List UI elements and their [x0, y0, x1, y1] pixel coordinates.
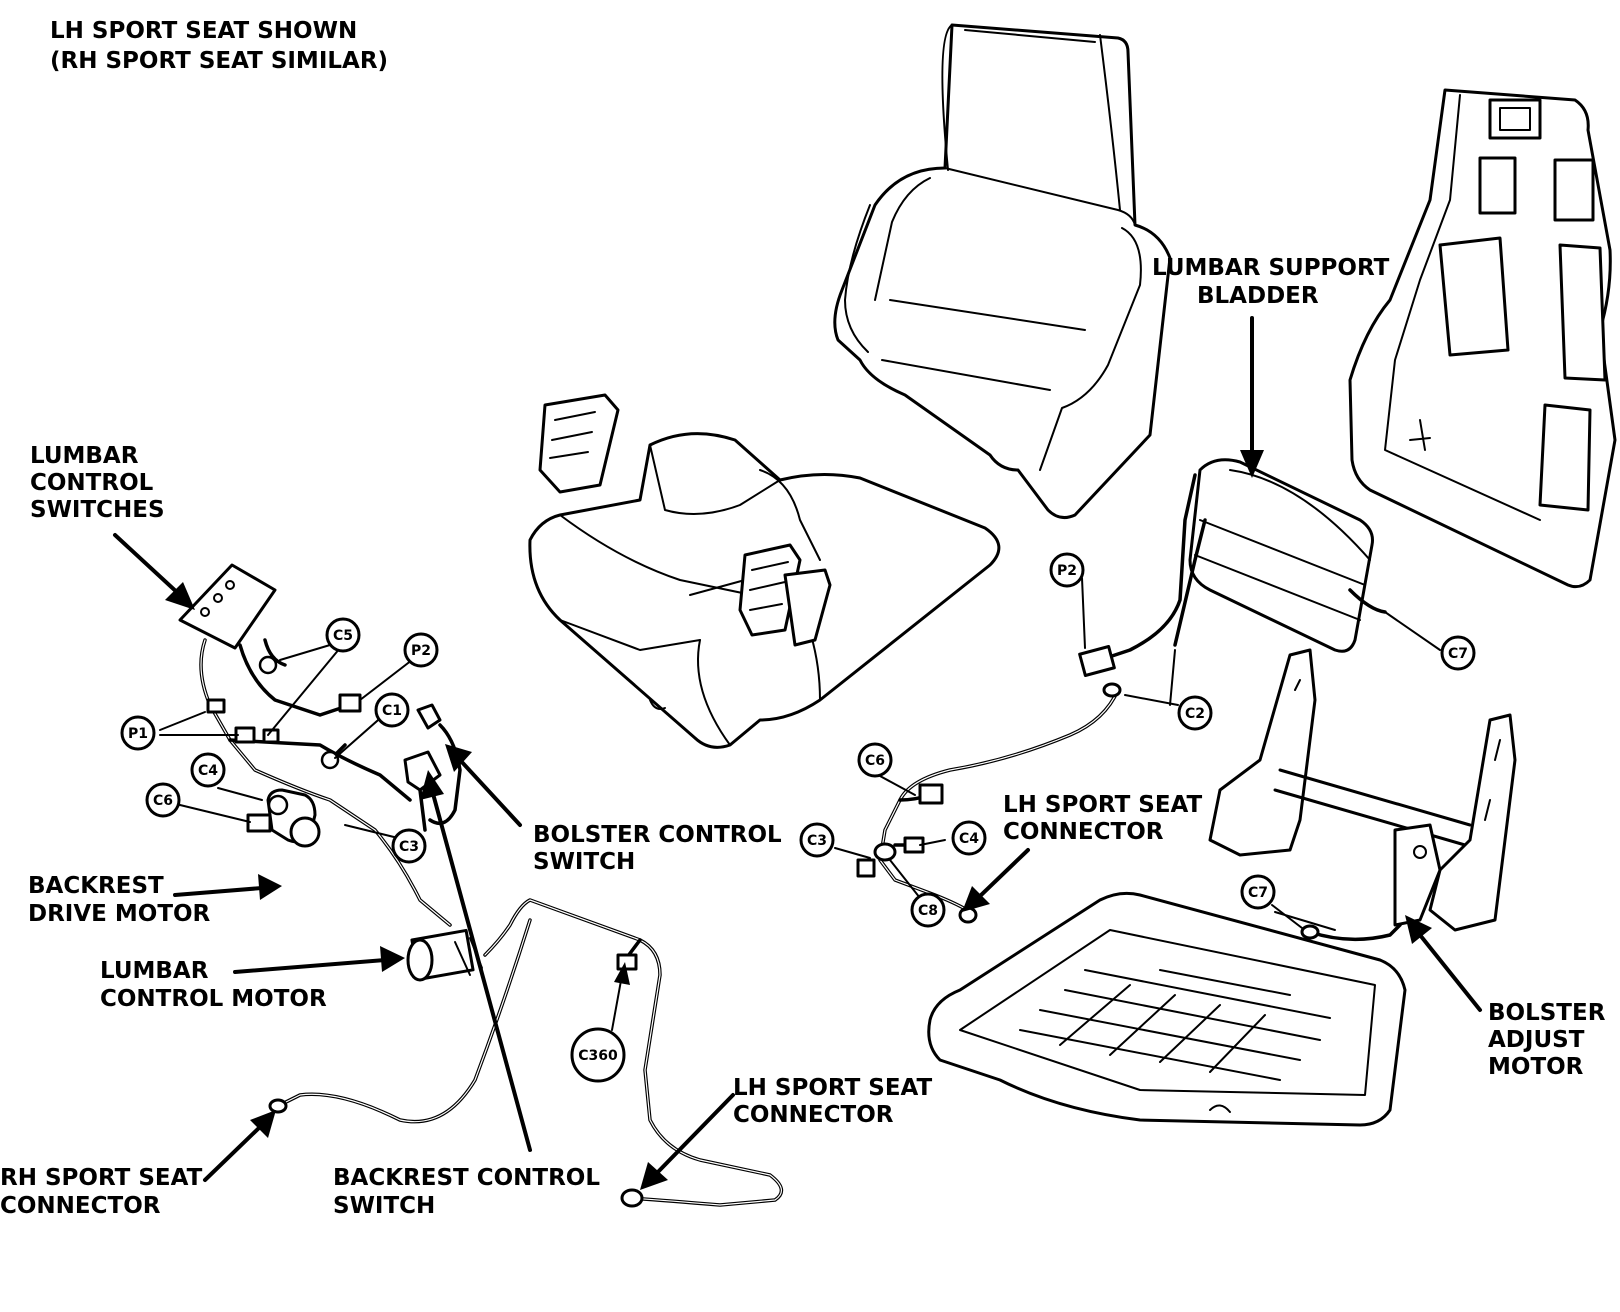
- c360-label: C360: [578, 1048, 618, 1064]
- c5-label: C5: [333, 628, 353, 644]
- diagram-title: LH SPORT SEAT SHOWN (RH SPORT SEAT SIMIL…: [50, 18, 388, 74]
- p1-label: P1: [128, 726, 148, 742]
- svg-text:LUMBAR: LUMBAR: [30, 443, 139, 469]
- svg-text:BACKREST: BACKREST: [28, 873, 164, 899]
- svg-text:CONTROL MOTOR: CONTROL MOTOR: [100, 986, 327, 1012]
- c1-label: C1: [382, 703, 402, 719]
- svg-text:LH SPORT SEAT: LH SPORT SEAT: [1003, 792, 1203, 818]
- c7-bottom-bubble: [1240, 874, 1276, 910]
- svg-text:CONNECTOR: CONNECTOR: [0, 1193, 161, 1219]
- c7-bottom-label: C7: [1248, 885, 1268, 901]
- lh-sport-seat-connector-bottom-label: LH SPORT SEAT CONNECTOR: [733, 1075, 933, 1128]
- svg-text:DRIVE MOTOR: DRIVE MOTOR: [28, 901, 211, 927]
- c3-left-label: C3: [399, 839, 419, 855]
- title-line-1: LH SPORT SEAT SHOWN: [50, 18, 357, 44]
- connector-callouts: C5 P2 C1 P1 C4 C6 C3 C360 P2 C2 C7 C6 C4…: [120, 552, 1476, 1083]
- c3-right-label: C3: [807, 833, 827, 849]
- c7-top-bubble: [1440, 635, 1476, 671]
- seat-cushion-illustration: [528, 393, 1001, 749]
- svg-text:ADJUST: ADJUST: [1488, 1027, 1585, 1053]
- c8-label: C8: [918, 903, 938, 919]
- seat-frame-illustration: [1208, 648, 1517, 932]
- c2-label: C2: [1185, 706, 1205, 722]
- svg-text:CONNECTOR: CONNECTOR: [1003, 819, 1164, 845]
- c4-left-bubble: [190, 752, 226, 788]
- svg-text:BOLSTER CONTROL: BOLSTER CONTROL: [533, 822, 782, 848]
- svg-text:LUMBAR: LUMBAR: [100, 958, 209, 984]
- seat-back-shell-illustration: [1348, 88, 1617, 589]
- c4-right-label: C4: [959, 831, 979, 847]
- svg-text:CONTROL: CONTROL: [30, 470, 154, 496]
- leader-arrows: [113, 316, 1482, 1190]
- svg-text:SWITCH: SWITCH: [533, 849, 635, 875]
- p2-left-label: P2: [411, 643, 431, 659]
- lh-sport-seat-connector-mid-label: LH SPORT SEAT CONNECTOR: [1003, 792, 1203, 845]
- lumbar-bladder-illustration: [1078, 458, 1374, 678]
- backrest-control-switch-label: BACKREST CONTROL SWITCH: [333, 1165, 600, 1219]
- component-labels: LUMBAR CONTROL SWITCHES BACKREST DRIVE M…: [0, 255, 1606, 1219]
- lumbar-support-bladder-label: LUMBAR SUPPORT BLADDER: [1152, 255, 1390, 309]
- bolster-adjust-motor-label: BOLSTER ADJUST MOTOR: [1488, 1000, 1606, 1080]
- p2-right-bubble: [1049, 552, 1085, 588]
- svg-text:RH SPORT SEAT: RH SPORT SEAT: [0, 1165, 203, 1191]
- svg-text:MOTOR: MOTOR: [1488, 1054, 1584, 1080]
- rh-sport-seat-connector-label: RH SPORT SEAT CONNECTOR: [0, 1165, 203, 1219]
- seat-backrest-illustration: [833, 23, 1172, 520]
- svg-text:LH SPORT SEAT: LH SPORT SEAT: [733, 1075, 933, 1101]
- c360-bubble: [570, 1027, 626, 1083]
- middle-wiring-harness: [856, 588, 1402, 942]
- p2-left-bubble: [403, 632, 439, 668]
- bolster-control-switch-label: BOLSTER CONTROL SWITCH: [533, 822, 782, 875]
- svg-text:SWITCH: SWITCH: [333, 1193, 435, 1219]
- c1-bubble: [374, 692, 410, 728]
- lumbar-control-switches-label: LUMBAR CONTROL SWITCHES: [30, 443, 165, 523]
- svg-text:BOLSTER: BOLSTER: [1488, 1000, 1606, 1026]
- c2-bubble: [1177, 695, 1213, 731]
- p1-bubble: [120, 715, 156, 751]
- c6-left-label: C6: [153, 793, 173, 809]
- c5-bubble: [325, 617, 361, 653]
- p2-right-label: P2: [1057, 563, 1077, 579]
- svg-text:BLADDER: BLADDER: [1197, 283, 1319, 309]
- c3-right-bubble: [799, 822, 835, 858]
- svg-text:CONNECTOR: CONNECTOR: [733, 1102, 894, 1128]
- c6-right-bubble: [857, 742, 893, 778]
- c4-right-bubble: [951, 820, 987, 856]
- c3-left-bubble: [391, 828, 427, 864]
- seat-pan-illustration: [927, 891, 1407, 1127]
- backrest-drive-motor-label: BACKREST DRIVE MOTOR: [28, 873, 211, 927]
- c8-bubble: [910, 892, 946, 928]
- c6-right-label: C6: [865, 753, 885, 769]
- svg-text:BACKREST CONTROL: BACKREST CONTROL: [333, 1165, 600, 1191]
- c7-top-label: C7: [1448, 646, 1468, 662]
- svg-text:SWITCHES: SWITCHES: [30, 497, 165, 523]
- title-line-2: (RH SPORT SEAT SIMILAR): [50, 48, 388, 74]
- svg-text:LUMBAR SUPPORT: LUMBAR SUPPORT: [1152, 255, 1390, 281]
- lumbar-control-motor-label: LUMBAR CONTROL MOTOR: [100, 958, 327, 1012]
- c6-left-bubble: [145, 782, 181, 818]
- c4-left-label: C4: [198, 763, 218, 779]
